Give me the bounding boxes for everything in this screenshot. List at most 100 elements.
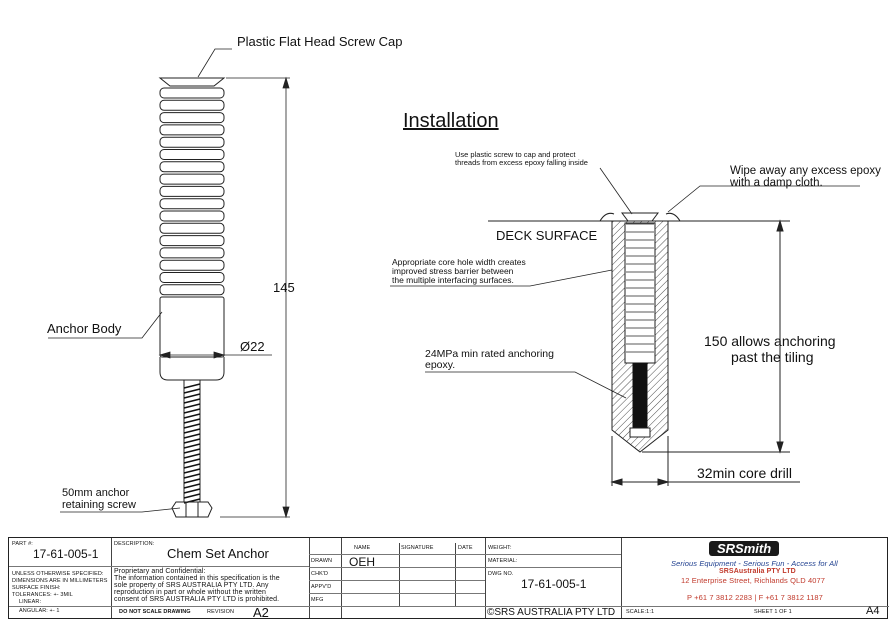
note-anchoring-2: past the tiling [731,349,814,365]
retaining-screw-nut [171,501,213,518]
screw-thread [183,433,201,439]
label-screw-2: retaining screw [62,499,136,511]
anchor-rib [159,235,225,247]
label-deck-surface: DECK SURFACE [496,228,597,243]
conf-2: The information contained in this specif… [114,575,280,582]
anchor-rib [159,124,225,136]
conf-3: sole property of SRS AUSTRALIA PTY LTD. … [114,582,269,589]
dwg-number: 17-61-005-1 [521,577,587,591]
spec-1: UNLESS OTHERWISE SPECIFIED: [12,571,104,577]
description-label: DESCRIPTION: [114,541,155,547]
screw-thread [183,383,201,389]
tagline: Serious Equipment - Serious Fun - Access… [671,559,838,568]
revision: A2 [253,605,269,620]
do-not-scale: DO NOT SCALE DRAWING [119,609,191,615]
conf-4: reproduction in part or whole without th… [114,589,266,596]
company-name: SRSAustralia PTY LTD [719,568,796,575]
dim-diameter: Ø22 [240,339,265,354]
screw-cap [158,77,226,87]
description: Chem Set Anchor [167,546,269,561]
sheet-size: A4 [866,605,880,617]
anchor-body-ribs [159,87,225,296]
screw-thread [183,398,201,404]
spec-5: LINEAR: [19,599,42,605]
part-number: 17-61-005-1 [33,547,99,561]
anchor-rib [159,222,225,234]
note-core-2: improved stress barrier between [392,266,514,276]
screw-thread [183,418,201,424]
screw-thread [183,423,201,429]
note-epoxy-1: 24MPa min rated anchoring [425,348,554,360]
dwg-label: DWG NO. [488,571,514,577]
anchor-rib [159,185,225,197]
note-plastic-1: Use plastic screw to cap and protect [455,150,576,159]
spec-6: ANGULAR: +- 1 [19,608,60,614]
anchor-body-bottom [159,357,225,381]
anchor-rib [159,284,225,296]
screw-thread [183,448,201,454]
screw-thread [183,478,201,484]
screw-thread [183,443,201,449]
anchor-rib [159,112,225,124]
spec-4: TOLERANCES: +- 3MIL [12,592,73,598]
date-header: DATE [458,545,473,551]
anchor-rib [159,149,225,160]
screw-thread [183,493,201,499]
copyright: ©SRS AUSTRALIA PTY LTD [487,607,616,618]
name-header: NAME [354,545,371,551]
checked-label: CHK'D [311,571,329,577]
note-plastic-2: threads from excess epoxy falling inside [455,158,588,167]
revision-label: REVISION [207,609,235,615]
dim-length: 145 [273,280,295,295]
label-screw-1: 50mm anchor [62,487,130,499]
conf-5: consent of SRS AUSTRALIA PTY LTD is proh… [114,596,280,603]
installed-anchor-ribs [626,223,654,353]
drawn-name: OEH [349,555,376,569]
anchor-rib [159,173,225,185]
note-core-drill: 32min core drill [697,465,792,481]
note-core-1: Appropriate core hole width creates [392,257,526,267]
approved-label: APPV'D [311,584,332,590]
installation-section [488,212,800,486]
screw-thread [183,488,201,494]
anchor-rib [159,210,225,222]
screw-thread [183,438,201,444]
anchor-rib [159,247,225,259]
screw-thread [183,413,201,419]
anchor-rib [159,272,225,283]
anchor-rib [159,136,225,148]
spec-2: DIMENSIONS ARE IN MILLIMETERS [12,578,108,584]
screw-thread [183,473,201,479]
logo: SRSmith [709,541,780,556]
retaining-screw-threads [183,383,201,504]
anchor-rib [159,161,225,173]
note-epoxy-2: epoxy. [425,359,455,371]
screw-thread [183,403,201,409]
anchor-elevation [158,77,226,518]
note-wipe-2: with a damp cloth. [729,177,823,189]
company-phone: P +61 7 3812 2283 | F +61 7 3812 1187 [687,593,823,602]
anchor-body-lower [159,296,225,358]
title-block: PART #: 17-61-005-1 DESCRIPTION: Chem Se… [8,537,889,620]
note-wipe-1: Wipe away any excess epoxy [730,165,881,177]
installation-heading: Installation [403,110,499,132]
signature-header: SIGNATURE [401,545,434,551]
note-core-3: the multiple interfacing surfaces. [392,275,514,285]
company-address: 12 Enterprise Street, Richlands QLD 4077 [681,576,826,585]
screw-thread [183,393,201,399]
drawn-label: DRAWN [311,558,333,564]
spec-3: SURFACE FINISH: [12,585,61,591]
screw-thread [183,428,201,434]
anchor-rib [159,259,225,271]
weight-label: WEIGHT: [488,545,512,551]
anchor-rib [159,87,225,99]
label-anchor-body: Anchor Body [47,321,122,336]
sheet: SHEET 1 OF 1 [754,609,792,615]
anchor-rib [159,99,225,111]
screw-thread [183,388,201,394]
screw-thread [183,468,201,474]
mfg-label: MFG [311,597,324,603]
screw-thread [183,463,201,469]
screw-thread [183,458,201,464]
